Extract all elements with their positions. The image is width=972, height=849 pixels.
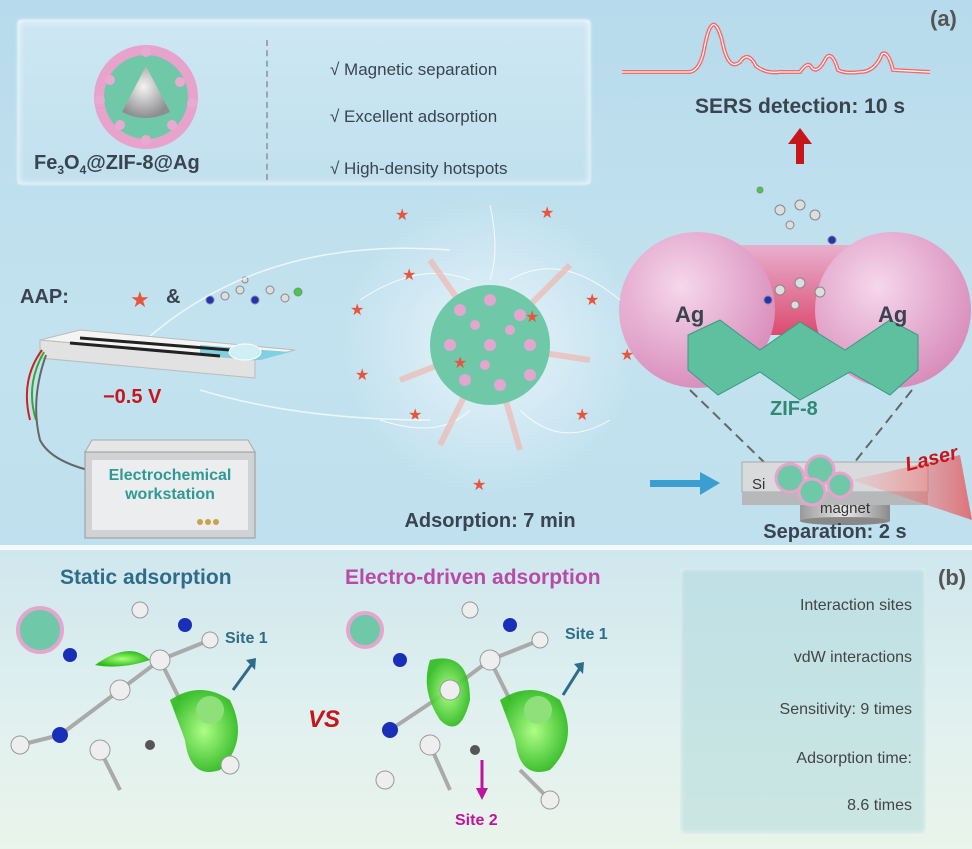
electro-driven-adsorption-molecule (346, 601, 568, 810)
zif8-label: ZIF-8 (770, 398, 818, 420)
summary-item: Sensitivity: 9 times (779, 701, 912, 718)
svg-text:★: ★ (575, 405, 589, 424)
svg-text:★: ★ (453, 353, 467, 372)
site1-arrow-left-icon (231, 658, 256, 691)
svg-text:★: ★ (408, 405, 422, 424)
panel-a-label: (a) (930, 6, 957, 31)
static-adsorption-molecule (10, 601, 240, 791)
separation-time-label: Separation: 2 s (763, 521, 907, 543)
site2-arrow-icon (476, 760, 488, 800)
magnet (800, 505, 890, 521)
magnet-label: magnet (819, 500, 871, 517)
electrochemical-workstation (84, 439, 256, 539)
svg-text:★: ★ (620, 345, 634, 364)
fe3o4-zif8-ag-particle-icon (94, 45, 198, 149)
material-suffix: @ZIF-8@Ag (86, 152, 200, 174)
laser-beam (852, 455, 972, 520)
feature-item: √ High-density hotspots (330, 159, 508, 178)
material-sub-4: 4 (79, 163, 87, 177)
ag-label-right: Ag (878, 302, 908, 327)
summary-tail: 8.6 times (847, 797, 912, 814)
workstation-line-2: workstation (125, 486, 215, 503)
material-name: Fe3O4@ZIF-8@Ag (34, 152, 200, 177)
screen-printed-electrode (39, 329, 296, 379)
feature-item: √ Magnetic separation (330, 60, 498, 79)
material-o: O (64, 152, 80, 174)
summary-box (680, 568, 926, 834)
blue-arrow-icon (650, 472, 720, 495)
site1-label-right: Site 1 (565, 626, 608, 643)
svg-text:★: ★ (585, 290, 599, 309)
sers-detection-label: SERS detection: 10 s (694, 95, 906, 118)
svg-text:★: ★ (355, 365, 369, 384)
site1-arrow-right-icon (561, 662, 584, 696)
aap-molecule-hotspot (756, 186, 837, 310)
material-fe: Fe (34, 152, 58, 174)
panel-divider (0, 545, 972, 550)
svg-text:★: ★ (350, 300, 364, 319)
particles-on-si (774, 454, 854, 507)
aap-star-icons: ★ ★ ★ ★ ★ ★ ★ ★ ★ ★ ★ ★ (350, 203, 634, 494)
aap-label: AAP: (20, 286, 69, 308)
ampersand: & (166, 286, 181, 308)
material-sub-3: 3 (57, 163, 65, 177)
svg-text:★: ★ (395, 205, 409, 224)
svg-text:★: ★ (525, 307, 539, 326)
summary-item: Interaction sites (799, 597, 912, 614)
zoom-line-right (849, 389, 913, 469)
summary-item: vdW interactions (793, 649, 912, 666)
adsorption-time-label: Adsorption: 7 min (404, 510, 576, 532)
aap-molecule-icon (205, 276, 303, 305)
up-arrow-icon (788, 128, 812, 164)
zif8-framework (687, 319, 919, 401)
vs-label: VS (308, 706, 341, 733)
svg-text:★: ★ (402, 265, 416, 284)
voltage-label: −0.5 V (103, 386, 162, 408)
zoom-line-left (689, 389, 771, 469)
sers-spectrum-line (622, 23, 931, 75)
static-adsorption-title: Static adsorption (60, 566, 232, 589)
svg-text:★: ★ (540, 203, 554, 222)
panel-b-label: (b) (938, 565, 967, 590)
site1-label-left: Site 1 (225, 630, 268, 647)
electro-driven-title: Electro-driven adsorption (345, 566, 601, 589)
si-label: Si (752, 476, 766, 493)
aap-star-icon: ★ (130, 288, 150, 313)
workstation-label: Electrochemical workstation (92, 466, 248, 504)
summary-item: Adsorption time: (796, 750, 912, 767)
site2-label: Site 2 (455, 812, 498, 829)
ag-label-left: Ag (675, 302, 705, 327)
svg-text:★: ★ (472, 475, 486, 494)
feature-item: √ Excellent adsorption (330, 107, 498, 126)
dashed-divider (266, 40, 268, 180)
workstation-line-1: Electrochemical (108, 467, 232, 484)
